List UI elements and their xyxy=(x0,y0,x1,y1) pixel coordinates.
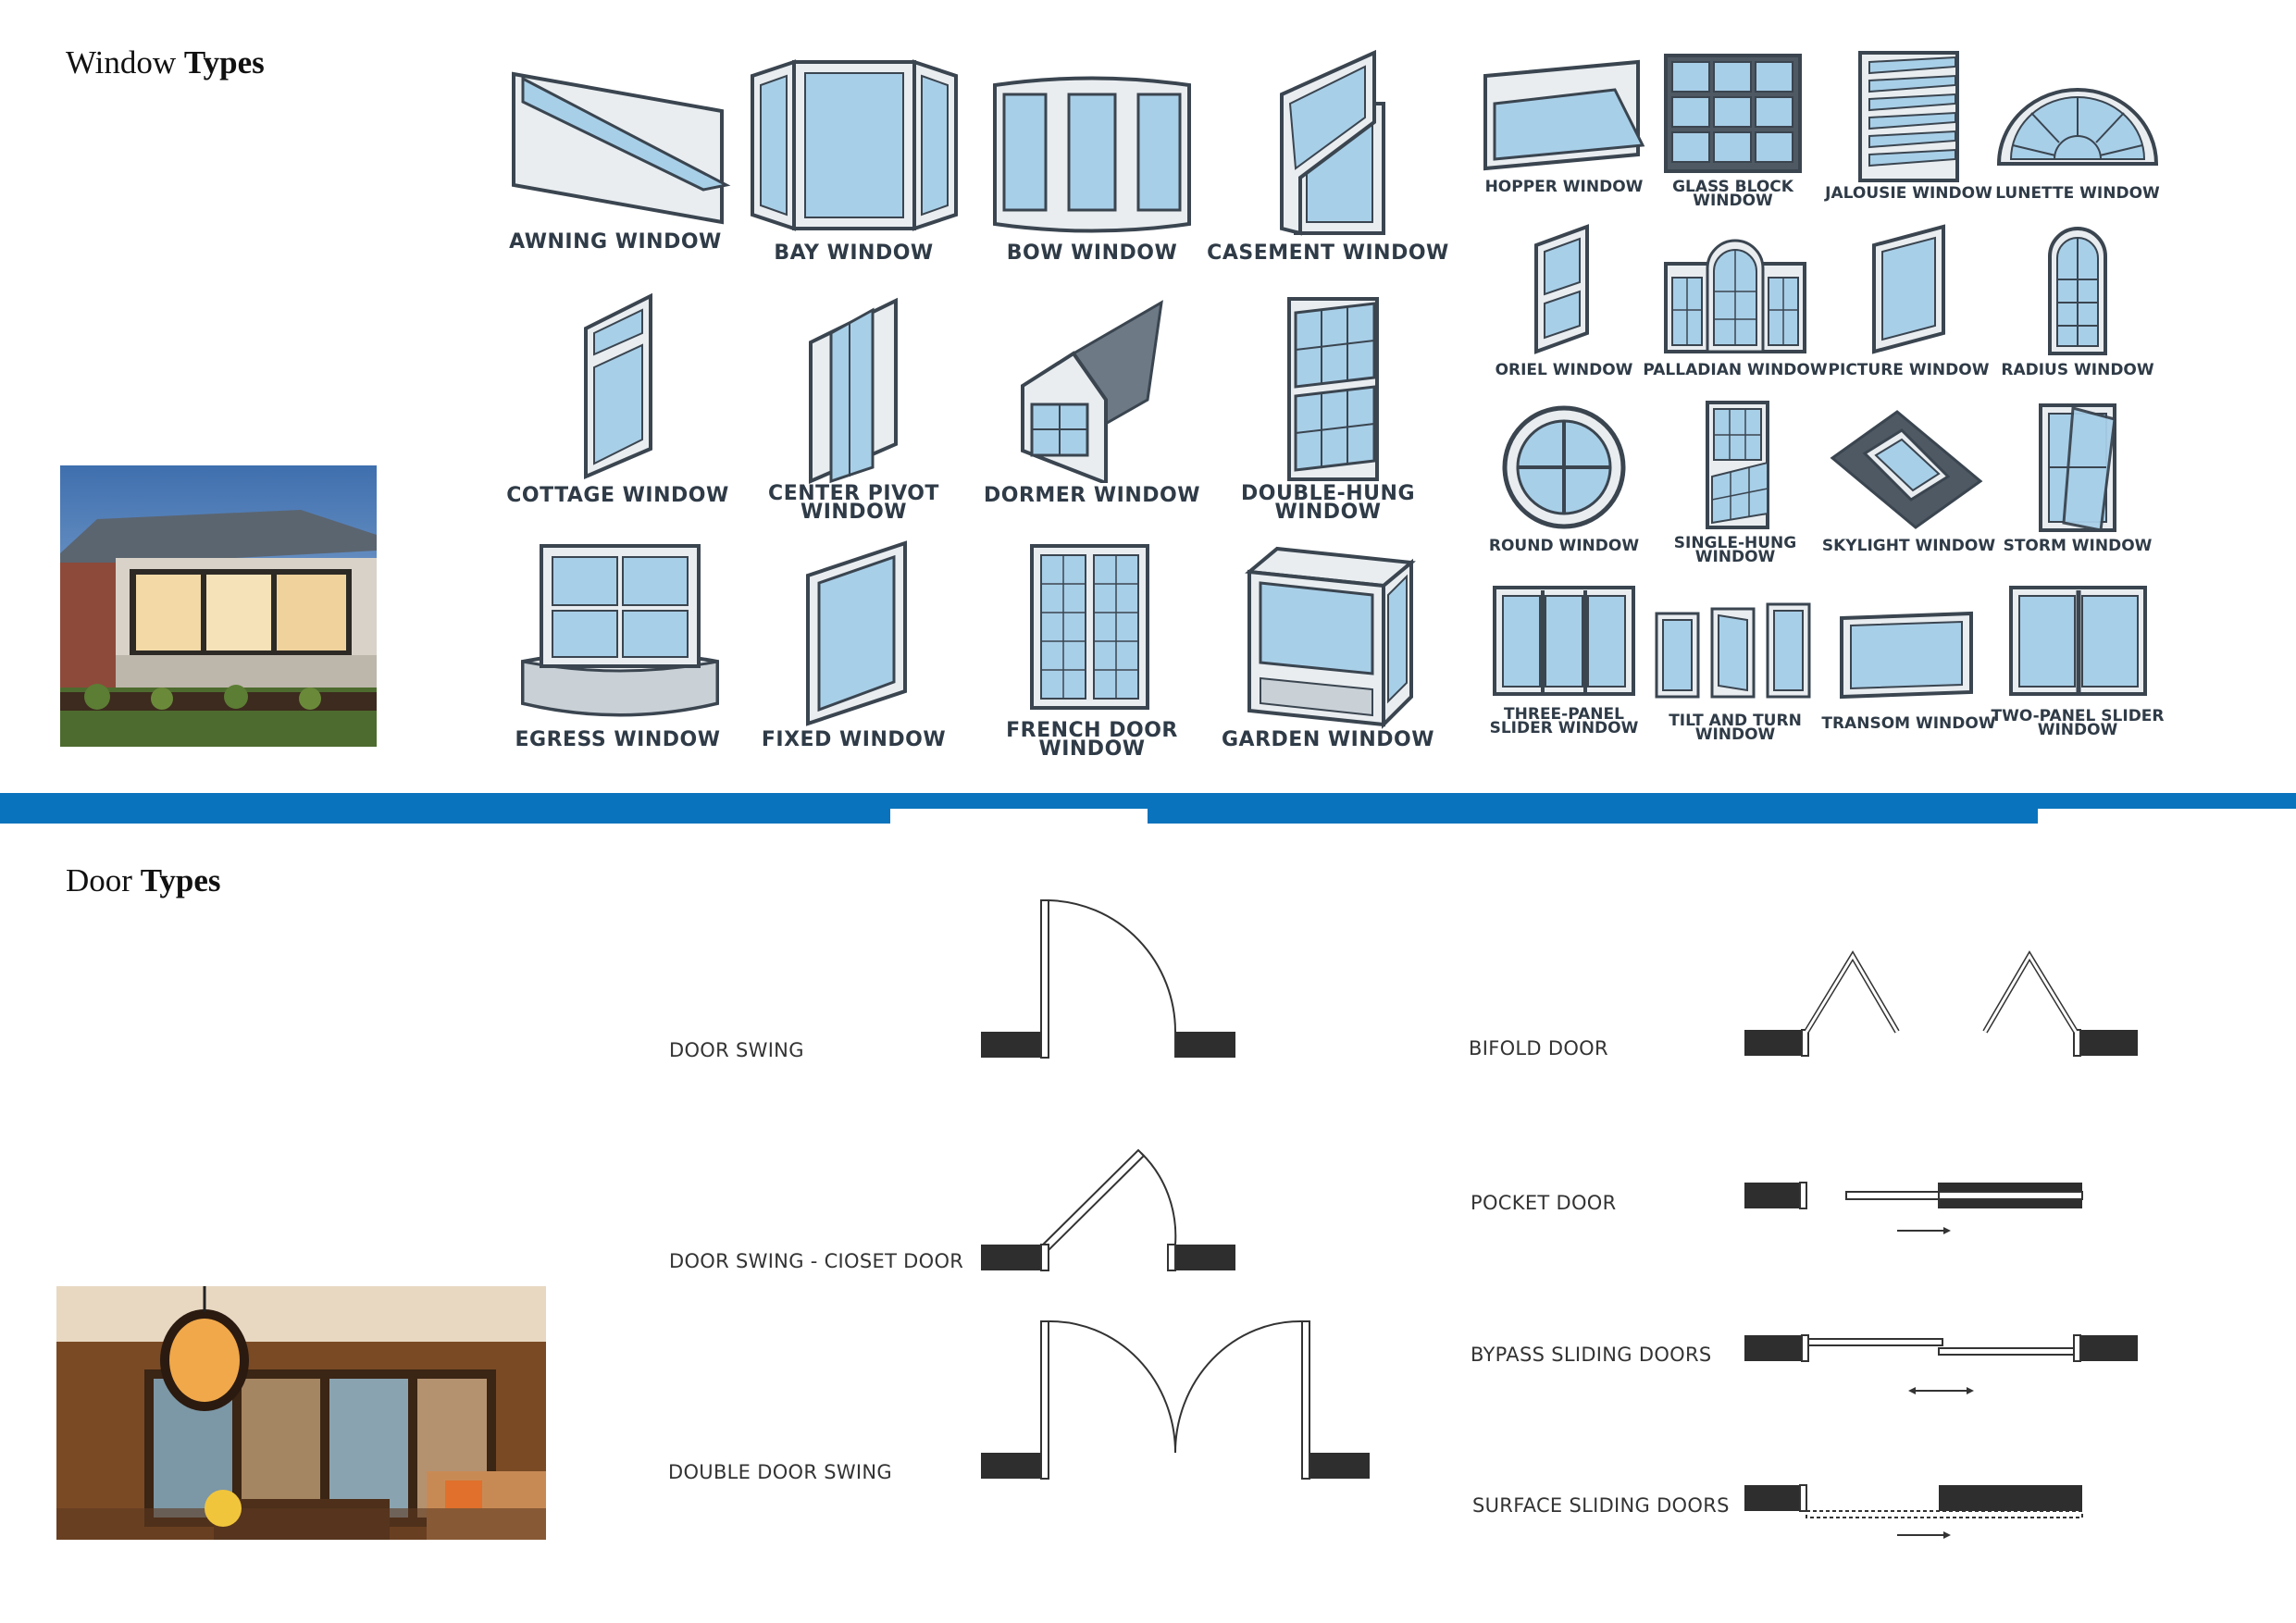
oriel-window-icon xyxy=(1532,222,1592,356)
door-label: POCKET DOOR xyxy=(1471,1192,1617,1214)
palladian-window-icon xyxy=(1661,236,1809,356)
door-label: DOOR SWING xyxy=(669,1039,804,1061)
window-label: COTTAGE WINDOW xyxy=(506,484,729,507)
casement-window-icon xyxy=(1277,48,1388,238)
title-word: Door xyxy=(66,862,132,898)
awning-window-icon xyxy=(504,65,731,227)
title-word-bold: Types xyxy=(183,44,265,81)
window-label: CENTER PIVOT WINDOW xyxy=(768,482,939,524)
window-label: EGRESS WINDOW xyxy=(515,728,721,751)
window-label: ORIEL WINDOW xyxy=(1495,361,1633,379)
three-panel-slider-window-icon xyxy=(1490,583,1638,699)
window-label: SINGLE-HUNG WINDOW xyxy=(1673,534,1797,566)
tilt-and-turn-window-icon xyxy=(1652,600,1814,701)
window-label: BOW WINDOW xyxy=(1006,242,1178,265)
section-divider xyxy=(0,793,2296,809)
window-label: GLASS BLOCK WINDOW xyxy=(1672,178,1793,210)
double-door-swing-symbol xyxy=(976,1314,1374,1485)
window-label: RADIUS WINDOW xyxy=(2001,361,2154,379)
hopper-window-icon xyxy=(1481,57,1647,173)
dormer-window-icon xyxy=(1018,298,1166,486)
window-label: STORM WINDOW xyxy=(2003,537,2153,555)
garden-window-icon xyxy=(1240,544,1416,729)
skylight-window-icon xyxy=(1828,407,1985,532)
bay-window-icon xyxy=(748,57,961,233)
round-window-icon xyxy=(1499,403,1629,532)
title-word-bold: Types xyxy=(140,862,221,898)
door-label: DOOR SWING - CIOSET DOOR xyxy=(669,1250,964,1272)
lunette-window-icon xyxy=(1994,85,2161,168)
title-word: Window xyxy=(66,44,177,81)
window-label: DOUBLE-HUNG WINDOW xyxy=(1240,482,1416,524)
window-label: BAY WINDOW xyxy=(774,242,934,265)
door-label: SURFACE SLIDING DOORS xyxy=(1472,1494,1730,1517)
radius-window-icon xyxy=(2045,224,2110,358)
closet-door-swing-symbol xyxy=(976,1143,1245,1277)
window-label: TILT AND TURN WINDOW xyxy=(1669,712,1802,744)
center-pivot-window-icon xyxy=(803,296,905,486)
french-door-window-icon xyxy=(1027,541,1152,712)
bow-window-icon xyxy=(990,76,1194,233)
window-label: JALOUSIE WINDOW xyxy=(1825,184,1992,203)
window-label: ROUND WINDOW xyxy=(1488,537,1640,555)
egress-window-icon xyxy=(518,541,722,717)
picture-window-icon xyxy=(1869,222,1948,356)
window-label: FRENCH DOOR WINDOW xyxy=(1006,719,1178,761)
bifold-door-symbol xyxy=(1740,948,2142,1059)
window-label: DORMER WINDOW xyxy=(983,484,1201,507)
window-label: THREE-PANEL SLIDER WINDOW xyxy=(1489,705,1639,737)
door-swing-symbol xyxy=(976,893,1245,1064)
fixed-window-icon xyxy=(803,539,910,728)
window-label: GARDEN WINDOW xyxy=(1222,728,1434,751)
transom-window-icon xyxy=(1837,609,1976,701)
surface-sliding-doors-symbol xyxy=(1740,1478,2087,1542)
double-hung-window-icon xyxy=(1282,294,1384,484)
interior-photo xyxy=(56,1286,546,1540)
door-label: DOUBLE DOOR SWING xyxy=(668,1461,892,1483)
divider-segment xyxy=(1148,805,2038,824)
jalousie-window-icon xyxy=(1855,48,1962,185)
house-photo xyxy=(60,465,377,747)
door-types-title: Door Types xyxy=(66,862,221,899)
window-label: HOPPER WINDOW xyxy=(1484,178,1644,196)
window-label: FIXED WINDOW xyxy=(761,728,947,751)
single-hung-window-icon xyxy=(1703,398,1772,532)
window-label: PALLADIAN WINDOW xyxy=(1643,361,1828,379)
window-label: CASEMENT WINDOW xyxy=(1207,242,1449,265)
storm-window-icon xyxy=(2036,401,2119,535)
door-label: BIFOLD DOOR xyxy=(1469,1037,1608,1059)
window-label: TWO-PANEL SLIDER WINDOW xyxy=(1991,707,2165,739)
window-label: LUNETTE WINDOW xyxy=(1995,184,2160,203)
divider-segment xyxy=(0,805,890,824)
window-label: SKYLIGHT WINDOW xyxy=(1821,537,1996,555)
window-label: TRANSOM WINDOW xyxy=(1821,714,1996,733)
window-label: AWNING WINDOW xyxy=(509,230,722,254)
window-types-title: Window Types xyxy=(66,44,265,81)
bypass-sliding-doors-symbol xyxy=(1740,1328,2142,1402)
glass-block-window-icon xyxy=(1661,51,1805,176)
cottage-window-icon xyxy=(581,291,657,481)
window-label: PICTURE WINDOW xyxy=(1828,361,1990,379)
door-label: BYPASS SLIDING DOORS xyxy=(1471,1344,1712,1366)
pocket-door-symbol xyxy=(1740,1175,2087,1240)
two-panel-slider-window-icon xyxy=(2006,583,2150,699)
